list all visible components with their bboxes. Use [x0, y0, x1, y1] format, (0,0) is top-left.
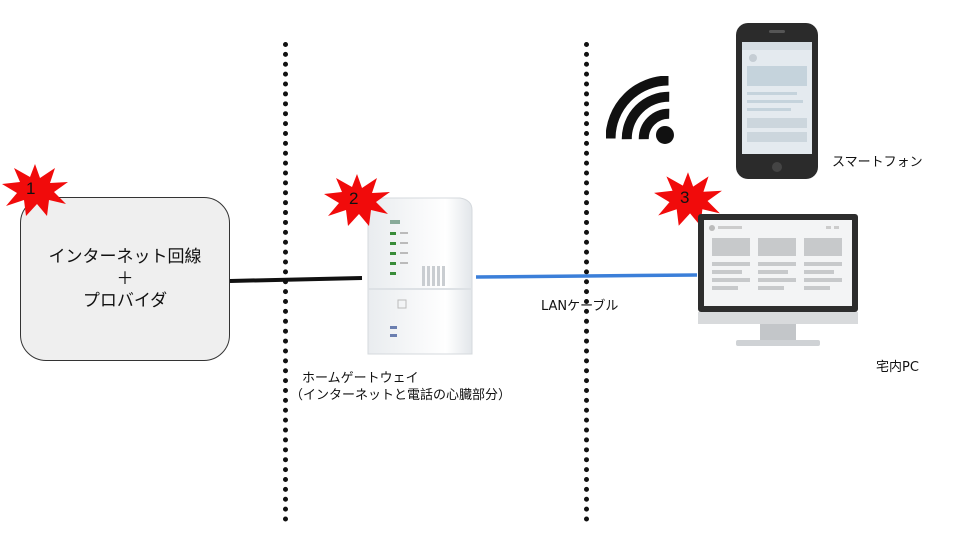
isp-label-line3: プロバイダ: [82, 291, 168, 311]
divider-left: [283, 42, 288, 522]
badge-2: 2: [322, 172, 392, 228]
lan-cable: [475, 273, 698, 279]
burst-icon: [654, 172, 722, 226]
burst-icon: [2, 164, 68, 216]
badge-3: 3: [652, 170, 724, 228]
burst-icon: [324, 174, 390, 226]
badge-number-2: 2: [349, 189, 359, 208]
wifi-icon: [606, 76, 674, 144]
badge-number-1: 1: [26, 179, 36, 198]
gateway-label: ホームゲートウェイ: [302, 371, 419, 386]
isp-label-line1: インターネット回線: [48, 247, 202, 267]
smartphone-label: スマートフォン: [832, 155, 923, 170]
badge-number-3: 3: [680, 188, 690, 207]
pc-label: 宅内PC: [876, 360, 919, 375]
isp-label-plus: ＋: [116, 269, 134, 289]
smartphone-icon: [736, 23, 818, 179]
gateway-sublabel: （インターネットと電話の心臓部分）: [290, 388, 512, 403]
isp-box: インターネット回線 ＋ プロバイダ: [20, 197, 230, 361]
wan-cable: [229, 276, 363, 283]
badge-1: 1: [0, 162, 70, 218]
lan-cable-label: LANケーブル: [541, 299, 619, 314]
desktop-pc-icon: [698, 214, 858, 346]
divider-right: [584, 42, 589, 522]
